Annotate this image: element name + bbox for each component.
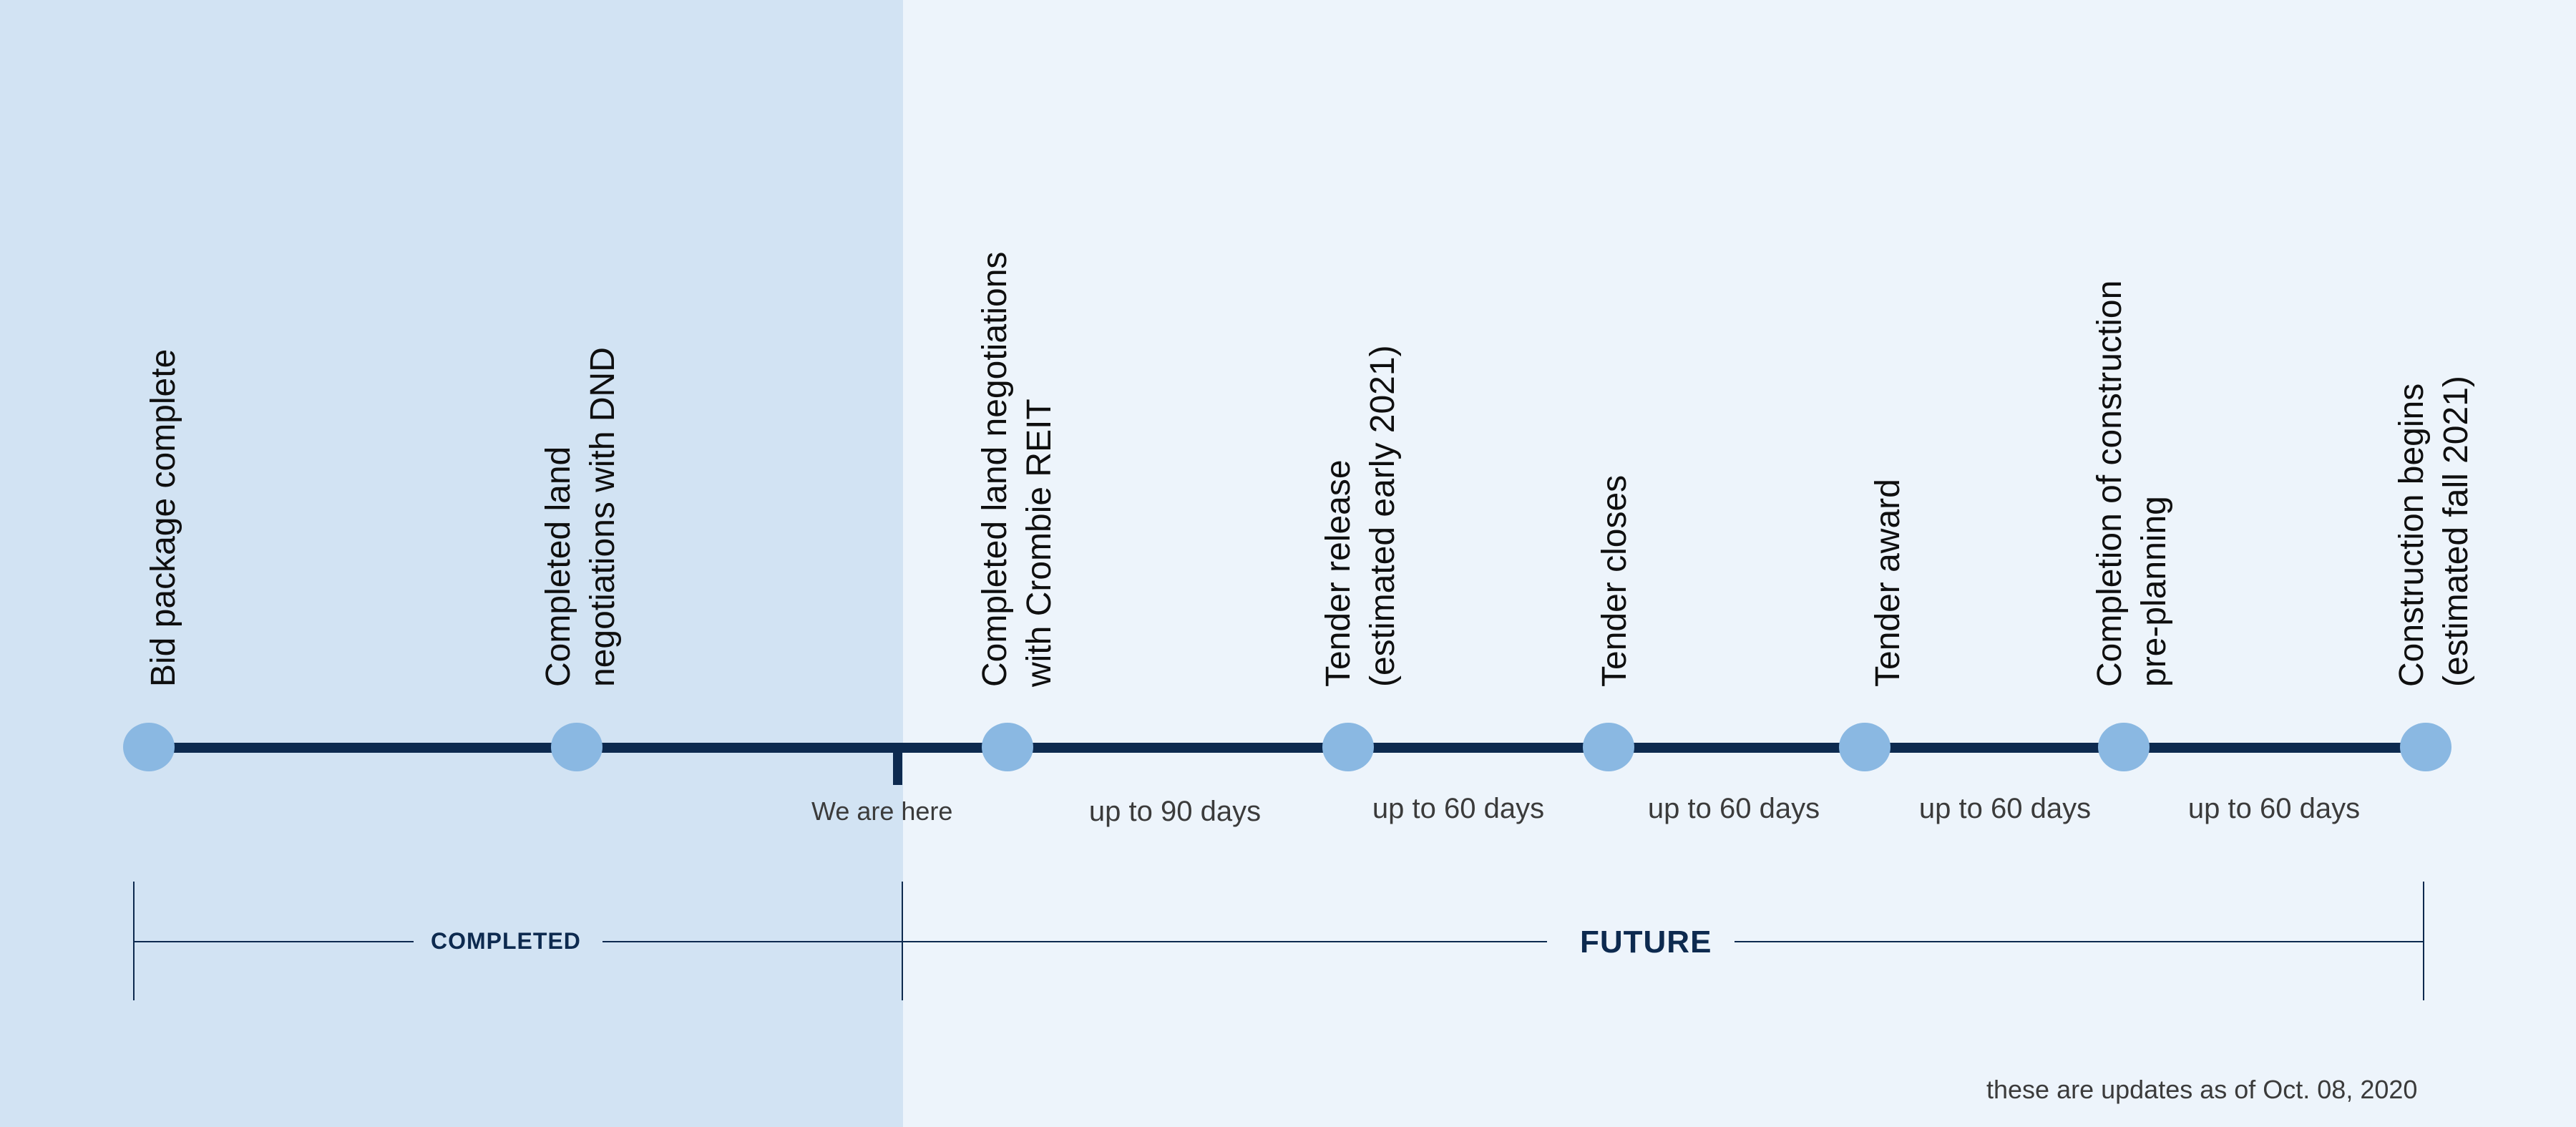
milestone-label: Completed land negotiations with DND xyxy=(540,347,622,687)
milestone-dot xyxy=(1322,723,1374,771)
milestone-label: Construction begins (estimated fall 2021… xyxy=(2393,376,2475,687)
timeline-line xyxy=(149,743,2426,753)
we-are-here-label: We are here xyxy=(811,796,953,826)
duration-label: up to 60 days xyxy=(1372,793,1545,824)
milestone-dot xyxy=(2098,723,2150,771)
completed-phase-label: COMPLETED xyxy=(431,928,581,954)
future-bracket-line-left xyxy=(903,941,1547,942)
milestone-dot xyxy=(2400,723,2451,771)
milestone-dot xyxy=(982,723,1033,771)
future-bracket-line-right xyxy=(1735,941,2424,942)
milestone-dot xyxy=(123,723,175,771)
we-are-here-tick xyxy=(893,748,902,785)
milestone-label: Tender release (estimated early 2021) xyxy=(1319,345,1402,687)
milestone-label: Bid package complete xyxy=(145,348,182,687)
milestone-label: Tender award xyxy=(1869,479,1907,687)
duration-label: up to 60 days xyxy=(1647,793,1820,824)
duration-label: up to 90 days xyxy=(1088,796,1262,827)
milestone-label: Tender closes xyxy=(1596,474,1634,687)
milestone-dot xyxy=(1839,723,1890,771)
completed-bracket-line-right xyxy=(602,941,903,942)
duration-label: up to 60 days xyxy=(1918,793,2092,824)
update-footnote: these are updates as of Oct. 08, 2020 xyxy=(1986,1075,2418,1104)
completed-background xyxy=(0,0,903,1127)
completed-bracket-line-left xyxy=(133,941,414,942)
future-phase-label: FUTURE xyxy=(1580,924,1712,960)
milestone-dot xyxy=(1583,723,1634,771)
milestone-dot xyxy=(551,723,602,771)
milestone-label: Completed land negotiations with Crombie… xyxy=(976,251,1058,687)
milestone-label: Completion of construction pre-planning xyxy=(2091,280,2173,687)
duration-label: up to 60 days xyxy=(2187,793,2361,824)
